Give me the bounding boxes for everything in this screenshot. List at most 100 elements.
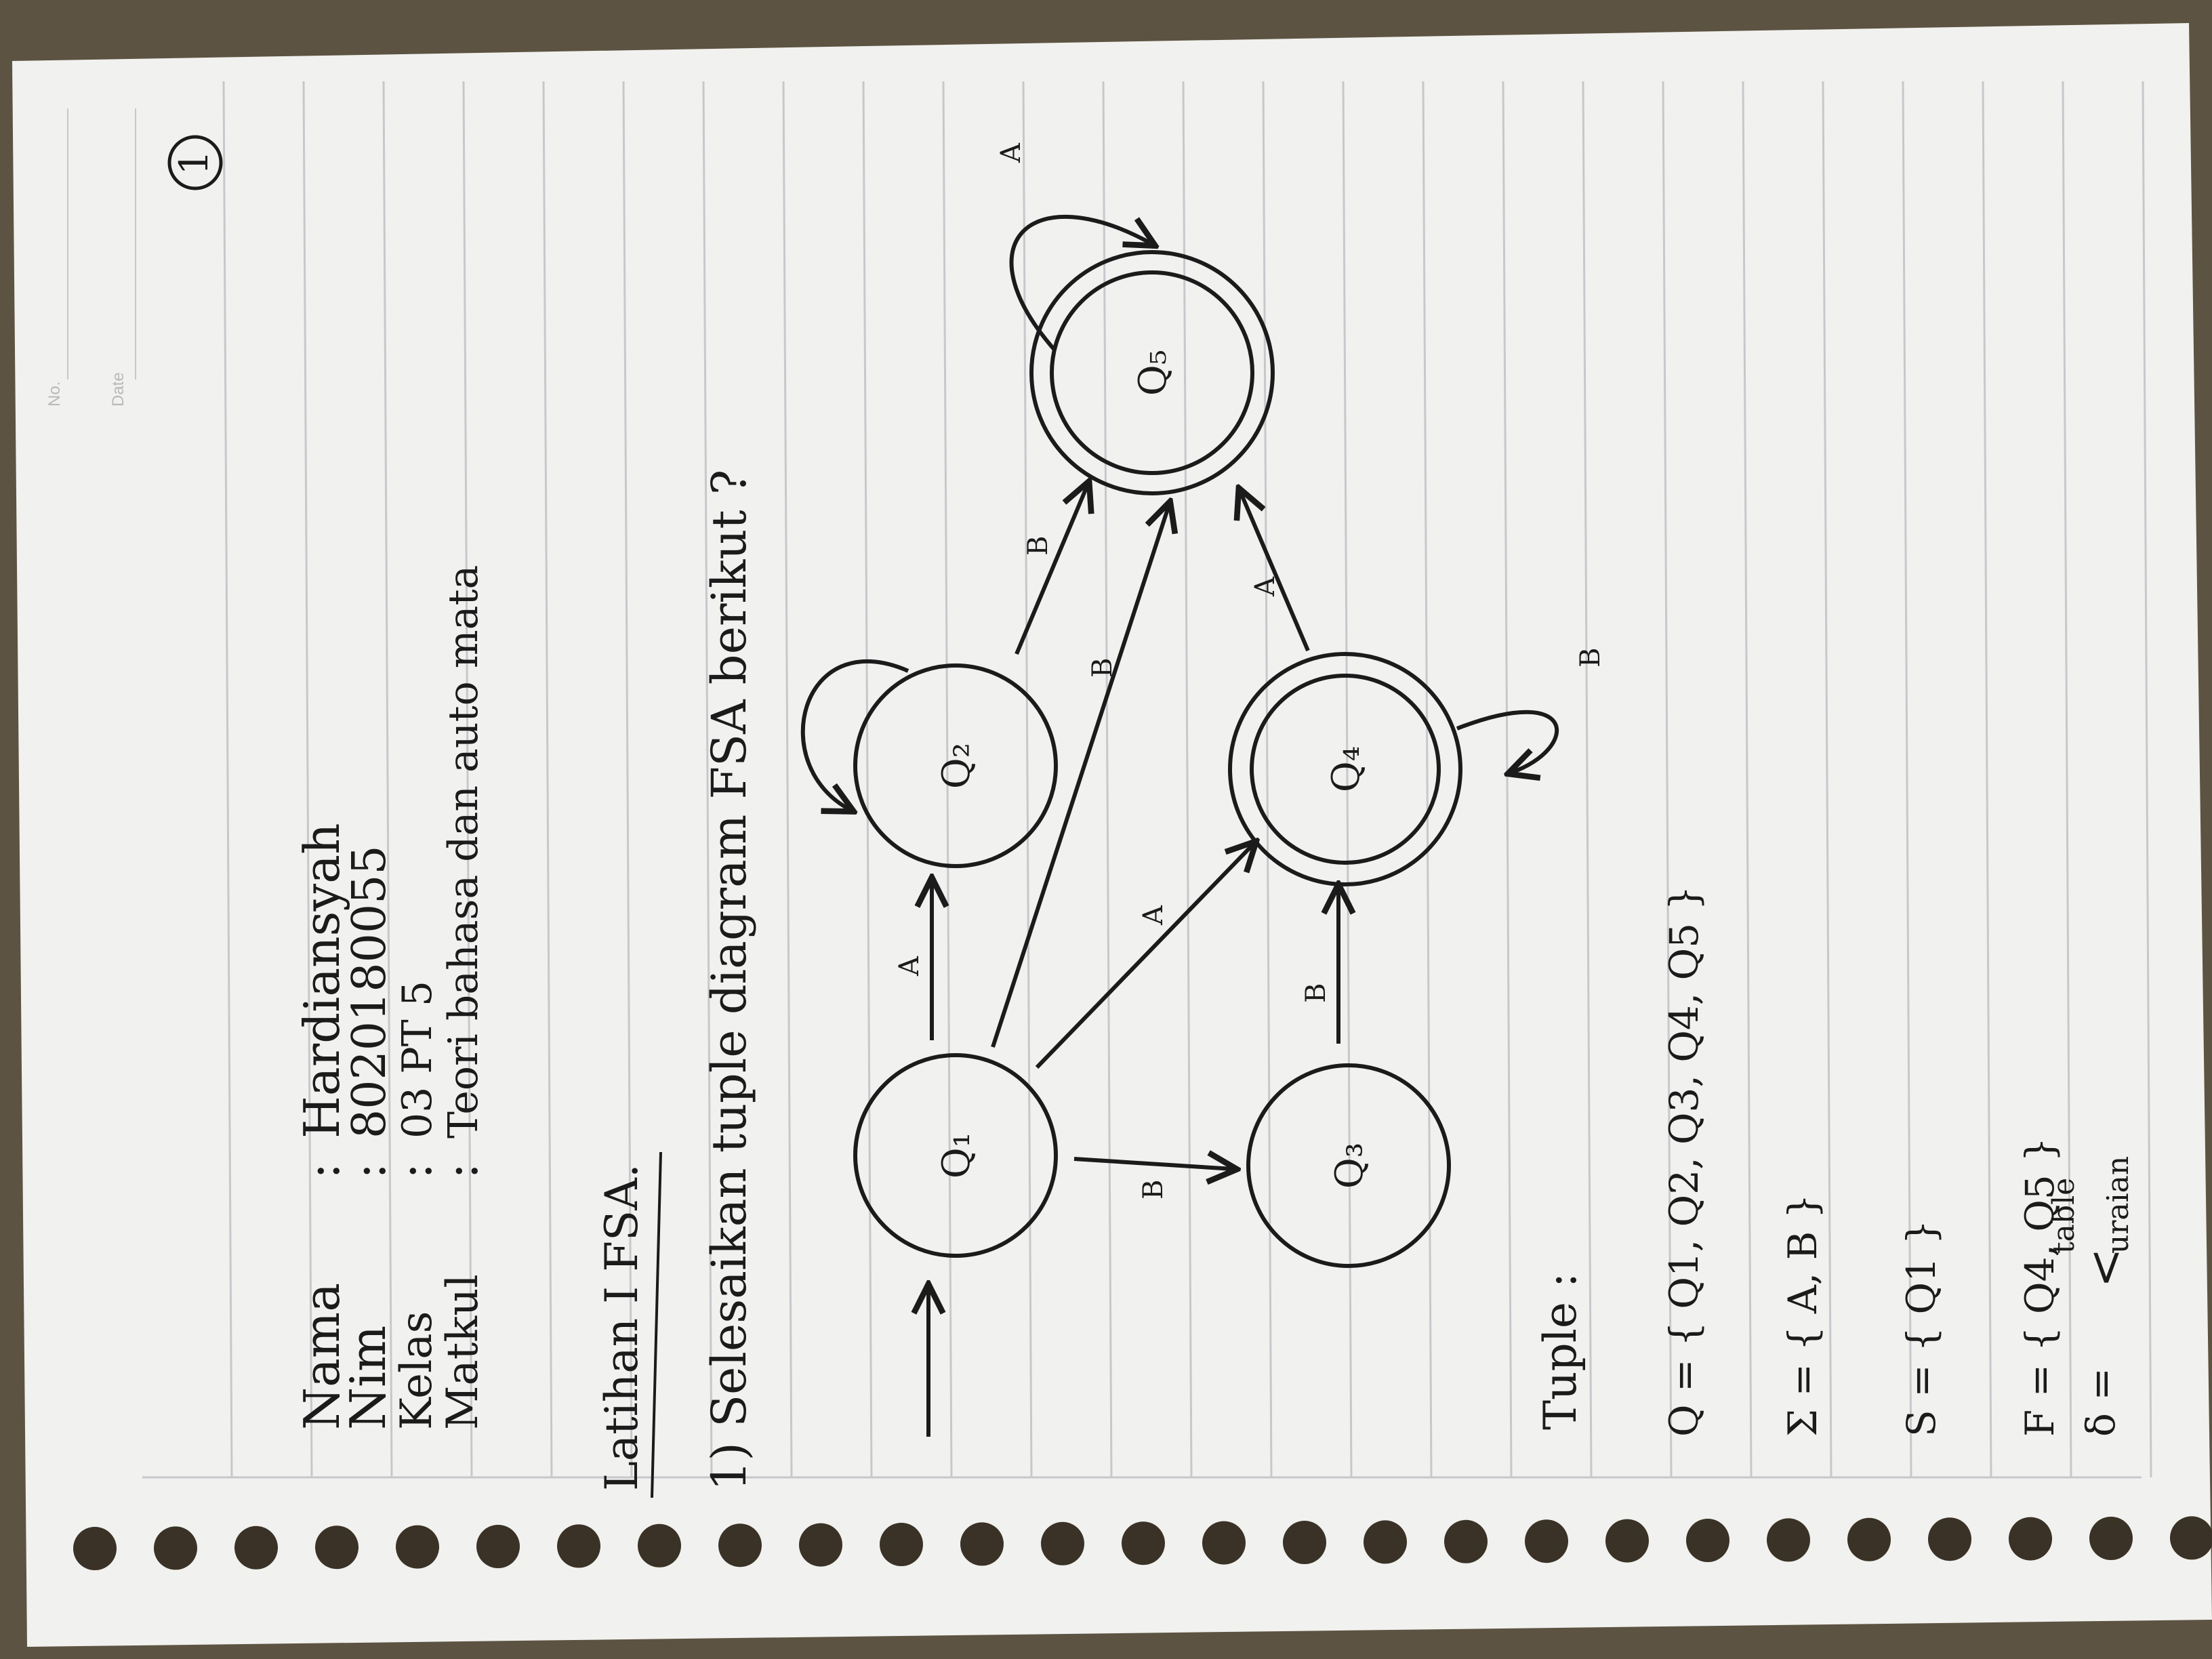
ruled-line [1982,81,1992,1478]
ruled-line [2142,81,2152,1478]
binder-hole [1928,1517,1971,1561]
ruled-line [782,81,793,1478]
fsa-diagram [800,214,1559,1437]
loop-q5 [1009,214,1152,350]
tuple-delta: δ = [2078,1368,2124,1437]
ruled-line [702,81,713,1478]
tuple-q: Q = { Q1, Q2, Q3, Q4, Q5 } [1661,886,1707,1437]
binder-hole [2170,1516,2212,1560]
ruled-line [1182,81,1193,1478]
ruled-lines [142,81,2152,1479]
binder-hole [1122,1521,1165,1565]
binder-hole [718,1523,762,1568]
identity-label-matkul: Matkul [438,1274,488,1430]
ruled-line [1822,81,1832,1478]
identity-colon-kelas: : [386,1163,443,1179]
edge-q1-q5 [991,505,1169,1048]
binder-hole [154,1526,197,1570]
state-q2-circle [853,663,1058,868]
fsa-state-labels: Q₁ Q₂ Q₃ Q₄ Q₅ [935,350,1372,1189]
binder-holes [73,1516,2212,1570]
exercise-question: 1) Selesaikan tuple diagram FSA berikut … [701,470,757,1491]
edge-label-q1-q5: B [1087,658,1118,678]
identity-label-nim: Nim [340,1326,396,1430]
identity-label-kelas: Kelas [392,1311,442,1430]
state-q1-circle [853,1053,1058,1258]
ruled-line [1902,81,1912,1478]
exercise-title: Latihan I FSA. [596,1164,648,1491]
ruled-line [1262,81,1273,1478]
ruled-line [942,81,953,1478]
identity-value-nim: 8020180055 [343,845,396,1139]
binder-hole [476,1525,520,1568]
ruled-line [302,81,313,1478]
state-q3-label: Q₃ [1328,1143,1372,1189]
binder-hole [1202,1521,1246,1565]
state-q4-label: Q₄ [1324,746,1368,792]
identity-value-matkul: Teori bahasa dan auto mata [440,565,487,1139]
ruled-line [1342,81,1353,1478]
ruled-line [1022,81,1033,1478]
notebook-paper [12,23,2212,1647]
state-q4-circle-inner [1250,674,1441,865]
binder-hole [1041,1521,1084,1565]
identity-block: Nama : Hardiansyah Nim : 8020180055 Kela… [293,565,489,1430]
exercise-title-underline [651,1151,662,1498]
ruled-line [1662,81,1673,1478]
loop-q4 [1456,710,1559,773]
edge-label-q1-q4: A [1138,905,1169,926]
page-number: 1 [171,150,217,176]
no-label: No. [45,382,64,407]
binder-hole [638,1523,681,1568]
tuple-f: F = { Q4, Q5 } [2017,1137,2063,1437]
fsa-edge-labels: A B A B B B B A A [894,142,1606,1200]
loop-q2 [800,659,909,810]
ruled-line [1742,81,1753,1478]
binder-hole [1767,1518,1810,1562]
edge-q4-q5 [1240,491,1310,652]
state-q5-circle-inner [1050,270,1254,475]
binder-hole [1364,1520,1407,1564]
state-q2-label: Q₂ [935,743,979,789]
state-q3-circle [1246,1063,1451,1268]
state-q5-label: Q₅ [1131,350,1175,396]
edge-q1-q3 [1073,1159,1233,1169]
binder-hole [2009,1517,2052,1561]
ruled-line [2062,81,2072,1478]
edge-q2-q5 [1015,485,1088,655]
ruled-line [542,81,553,1478]
binder-hole [1686,1519,1729,1562]
edge-label-q4-q5: A [1250,576,1281,597]
binder-hole [315,1525,359,1570]
tuple-sigma: Σ = { A, B } [1780,1193,1826,1437]
binder-hole [396,1525,439,1569]
edge-label-q1-q3: B [1138,1180,1169,1200]
identity-colon-nim: : [340,1163,396,1179]
binder-hole [799,1523,842,1567]
state-q5-circle-outer [1029,250,1275,495]
ruled-line [462,81,473,1478]
tuple-s: S = { Q1 } [1898,1220,1944,1437]
binder-hole [1283,1521,1326,1564]
binder-hole [234,1525,278,1570]
binder-hole [1444,1519,1488,1563]
binder-hole [2089,1517,2133,1560]
binder-hole [73,1527,117,1570]
identity-value-nama: Hardiansyah [293,823,350,1139]
binder-hole [557,1524,600,1568]
ruled-line [862,81,873,1478]
identity-colon-nama: : [293,1163,350,1179]
edge-label-q4-q4: B [1575,648,1606,668]
edge-label-q2-q5: B [1023,536,1054,556]
identity-colon-matkul: : [432,1163,489,1179]
binder-hole [880,1523,923,1566]
edge-q1-q4 [1035,844,1254,1069]
ruled-line [382,81,393,1478]
binder-hole [1847,1517,1891,1561]
date-label: Date [109,372,127,407]
tuple-heading: Tuple : [1534,1273,1586,1430]
tuple-section: Tuple : Q = { Q1, Q2, Q3, Q4, Q5 } Σ = {… [1534,886,2135,1437]
identity-value-kelas: 03 PT 5 [394,981,441,1139]
edge-label-q1-q2: A [894,956,925,977]
